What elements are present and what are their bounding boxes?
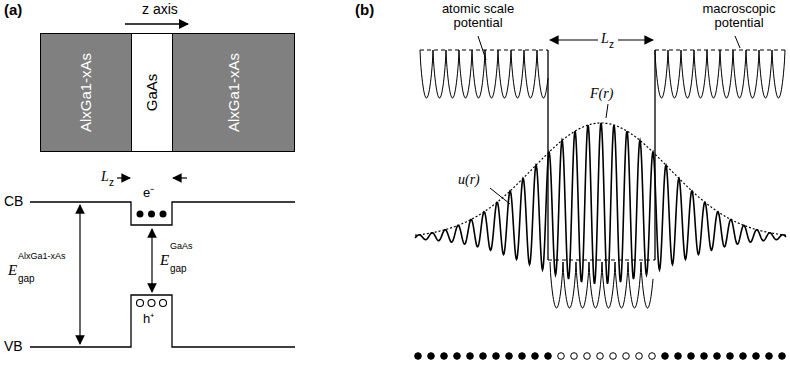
- text-label: z: [609, 39, 614, 50]
- text-label: gap: [18, 273, 35, 284]
- text-label: (a): [4, 2, 22, 19]
- text-label: z: [109, 177, 114, 188]
- text-label: AlxGa1-xAs: [18, 252, 66, 262]
- wavefunction-art: [415, 50, 786, 359]
- lz-arrow: [550, 39, 598, 40]
- lz-arrow: [173, 177, 187, 178]
- lz-arrow: [117, 177, 130, 178]
- leader-line: [735, 36, 740, 48]
- holes: [137, 300, 167, 307]
- text-label: E: [160, 252, 169, 269]
- text-label: u(r): [458, 172, 480, 187]
- text-label: E: [8, 262, 17, 279]
- material-layer: AlxGa1-xAs: [40, 33, 132, 152]
- material-layer: AlxGa1-xAs: [172, 33, 295, 152]
- text-label: CB: [4, 194, 23, 209]
- text-label: atomic scale potential: [432, 2, 524, 31]
- text-label: VB: [4, 339, 23, 354]
- gap-arrow: [151, 229, 152, 292]
- text-label: e⁻: [143, 186, 154, 200]
- text-label: gap: [170, 263, 187, 274]
- text-label: L: [101, 169, 109, 184]
- gap-arrow: [79, 205, 80, 344]
- electrons: [137, 211, 167, 218]
- material-layer: GaAs: [131, 33, 173, 152]
- text-label: L: [601, 31, 609, 46]
- text-label: macroscopic potential: [693, 2, 785, 31]
- text-label: F(r): [590, 86, 613, 101]
- layer-label: AlxGa1-xAs: [77, 53, 94, 132]
- text-label: GaAs: [170, 242, 193, 252]
- text-label: (b): [355, 2, 374, 19]
- text-label: h⁺: [143, 312, 154, 326]
- macroscopic-potential: [420, 49, 785, 50]
- leader-line: [490, 188, 510, 204]
- conduction-band: [30, 202, 295, 225]
- text-label: z axis: [142, 2, 178, 17]
- lz-arrow: [618, 39, 653, 40]
- well-bottom: [548, 259, 655, 260]
- z-axis-arrow: [125, 23, 188, 24]
- leader-line: [606, 104, 608, 118]
- layer-label: AlxGa1-xAs: [225, 53, 242, 132]
- layer-label: GaAs: [143, 74, 160, 112]
- valence-band: [30, 295, 295, 347]
